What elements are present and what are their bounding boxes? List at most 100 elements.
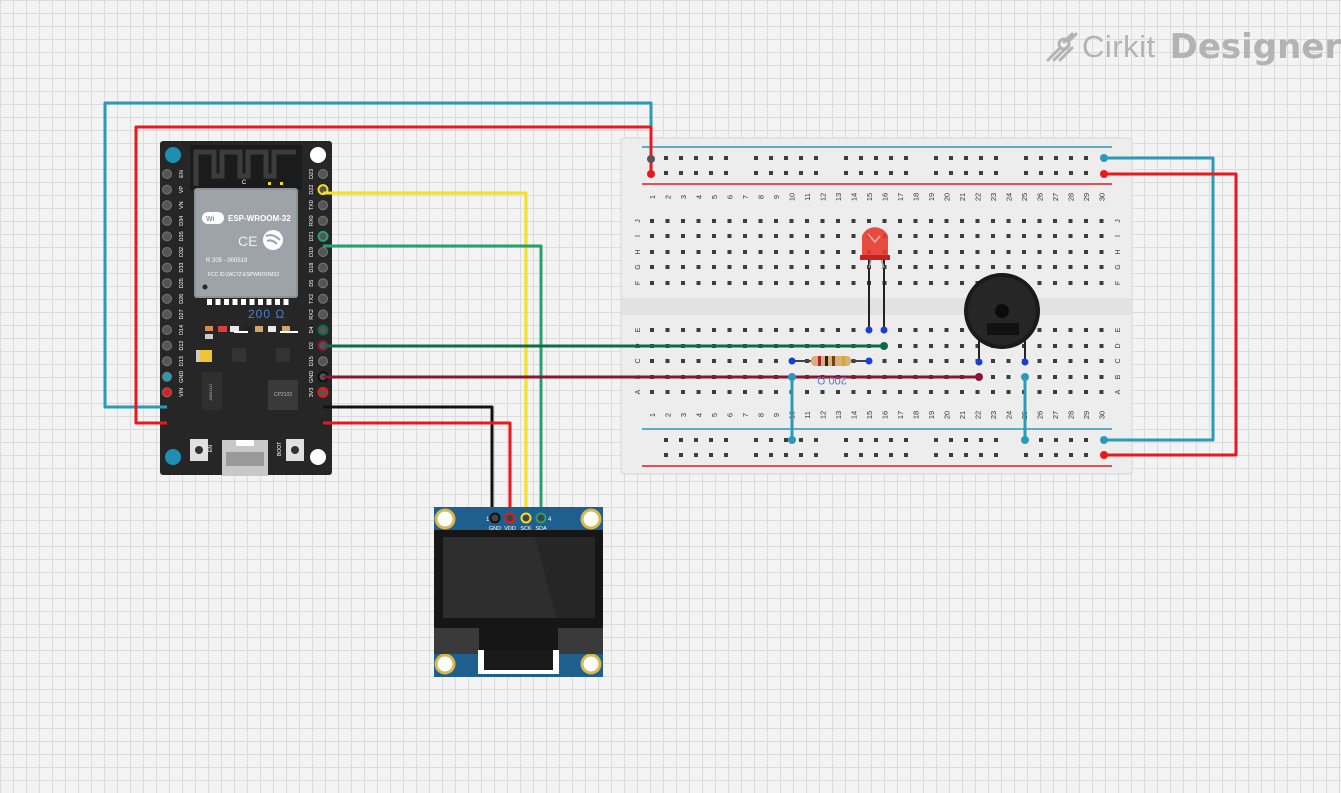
breadboard-hole[interactable] xyxy=(867,219,871,223)
esp32-pin-d35[interactable] xyxy=(162,231,172,242)
breadboard-hole[interactable] xyxy=(696,328,701,332)
rail-hole[interactable] xyxy=(979,171,983,175)
breadboard-hole[interactable] xyxy=(960,219,964,223)
breadboard-hole[interactable] xyxy=(913,281,918,285)
breadboard-hole[interactable] xyxy=(1022,219,1026,223)
rail-hole[interactable] xyxy=(964,438,968,442)
breadboard-hole[interactable] xyxy=(1053,234,1057,238)
breadboard-hole[interactable] xyxy=(665,281,670,285)
breadboard-hole[interactable] xyxy=(991,375,995,379)
breadboard-hole[interactable] xyxy=(650,265,654,269)
breadboard-hole[interactable] xyxy=(1099,250,1104,254)
breadboard-hole[interactable] xyxy=(1037,359,1042,363)
breadboard-hole[interactable] xyxy=(960,328,964,332)
rail-hole[interactable] xyxy=(1054,438,1058,442)
breadboard-hole[interactable] xyxy=(851,219,856,223)
breadboard-hole[interactable] xyxy=(913,390,918,394)
esp32-pin-d32[interactable] xyxy=(162,247,172,257)
rail-hole[interactable] xyxy=(1039,453,1043,457)
breadboard-hole[interactable] xyxy=(1022,265,1026,269)
breadboard-hole[interactable] xyxy=(743,250,747,254)
rail-hole[interactable] xyxy=(664,438,668,442)
breadboard-hole[interactable] xyxy=(975,219,980,223)
rail-hole[interactable] xyxy=(964,453,968,457)
breadboard-hole[interactable] xyxy=(960,390,964,394)
breadboard-hole[interactable] xyxy=(805,234,809,238)
rail-hole[interactable] xyxy=(724,453,728,457)
rail-hole[interactable] xyxy=(754,156,758,160)
breadboard-hole[interactable] xyxy=(836,328,840,332)
breadboard-hole[interactable] xyxy=(1006,390,1011,394)
rail-hole[interactable] xyxy=(784,156,788,160)
breadboard-hole[interactable] xyxy=(743,390,747,394)
breadboard-hole[interactable] xyxy=(975,250,980,254)
rail-hole[interactable] xyxy=(724,156,728,160)
rail-hole[interactable] xyxy=(1024,156,1028,160)
breadboard-hole[interactable] xyxy=(898,390,902,394)
breadboard-hole[interactable] xyxy=(929,250,933,254)
rail-hole[interactable] xyxy=(964,156,968,160)
rail-hole[interactable] xyxy=(799,171,803,175)
rail-hole[interactable] xyxy=(814,453,818,457)
rail-hole[interactable] xyxy=(694,438,698,442)
resistor[interactable]: 200 Ω xyxy=(788,356,873,386)
breadboard-hole[interactable] xyxy=(820,281,825,285)
rail-hole[interactable] xyxy=(679,156,683,160)
breadboard-hole[interactable] xyxy=(1068,219,1073,223)
rail-hole[interactable] xyxy=(1054,453,1058,457)
esp32-pin-d27[interactable] xyxy=(162,309,172,320)
breadboard-hole[interactable] xyxy=(975,265,980,269)
breadboard-hole[interactable] xyxy=(1037,344,1042,348)
oled-pin-sck[interactable] xyxy=(520,512,532,524)
breadboard-hole[interactable] xyxy=(1068,281,1073,285)
breadboard-hole[interactable] xyxy=(991,234,995,238)
rail-hole[interactable] xyxy=(904,438,908,442)
breadboard-hole[interactable] xyxy=(1053,328,1057,332)
breadboard-hole[interactable] xyxy=(696,281,701,285)
breadboard-hole[interactable] xyxy=(1084,281,1088,285)
breadboard-hole[interactable] xyxy=(1099,328,1104,332)
rail-hole[interactable] xyxy=(709,171,713,175)
rail-hole[interactable] xyxy=(1069,453,1073,457)
breadboard-hole[interactable] xyxy=(712,250,716,254)
breadboard-hole[interactable] xyxy=(727,328,732,332)
breadboard-hole[interactable] xyxy=(743,234,747,238)
rail-hole[interactable] xyxy=(994,453,998,457)
breadboard-hole[interactable] xyxy=(975,344,980,348)
rail-hole[interactable] xyxy=(1084,156,1088,160)
breadboard-hole[interactable] xyxy=(758,328,763,332)
breadboard-hole[interactable] xyxy=(758,265,763,269)
breadboard-hole[interactable] xyxy=(758,219,763,223)
esp32-pin-vin[interactable] xyxy=(162,387,172,398)
breadboard-hole[interactable] xyxy=(820,219,825,223)
rail-hole[interactable] xyxy=(784,438,788,442)
breadboard-hole[interactable] xyxy=(1037,390,1042,394)
breadboard-hole[interactable] xyxy=(929,265,933,269)
breadboard-hole[interactable] xyxy=(1099,234,1104,238)
esp32-pin-d13[interactable] xyxy=(162,356,172,367)
breadboard-hole[interactable] xyxy=(1053,219,1057,223)
rail-hole[interactable] xyxy=(694,453,698,457)
breadboard-hole[interactable] xyxy=(1068,234,1073,238)
breadboard-hole[interactable] xyxy=(836,265,840,269)
rail-hole[interactable] xyxy=(994,171,998,175)
breadboard-hole[interactable] xyxy=(1084,375,1088,379)
breadboard-hole[interactable] xyxy=(929,281,933,285)
breadboard-hole[interactable] xyxy=(650,390,654,394)
breadboard-hole[interactable] xyxy=(696,265,701,269)
rail-hole[interactable] xyxy=(799,156,803,160)
rail-hole[interactable] xyxy=(889,156,893,160)
breadboard-hole[interactable] xyxy=(1037,328,1042,332)
breadboard-hole[interactable] xyxy=(1053,265,1057,269)
rail-hole[interactable] xyxy=(844,438,848,442)
breadboard-hole[interactable] xyxy=(805,250,809,254)
rail-hole[interactable] xyxy=(814,438,818,442)
breadboard-hole[interactable] xyxy=(898,219,902,223)
breadboard-hole[interactable] xyxy=(1053,390,1057,394)
breadboard-hole[interactable] xyxy=(898,359,902,363)
breadboard-hole[interactable] xyxy=(774,328,778,332)
breadboard-hole[interactable] xyxy=(712,219,716,223)
rail-hole[interactable] xyxy=(694,171,698,175)
breadboard-hole[interactable] xyxy=(820,234,825,238)
breadboard-hole[interactable] xyxy=(805,390,809,394)
